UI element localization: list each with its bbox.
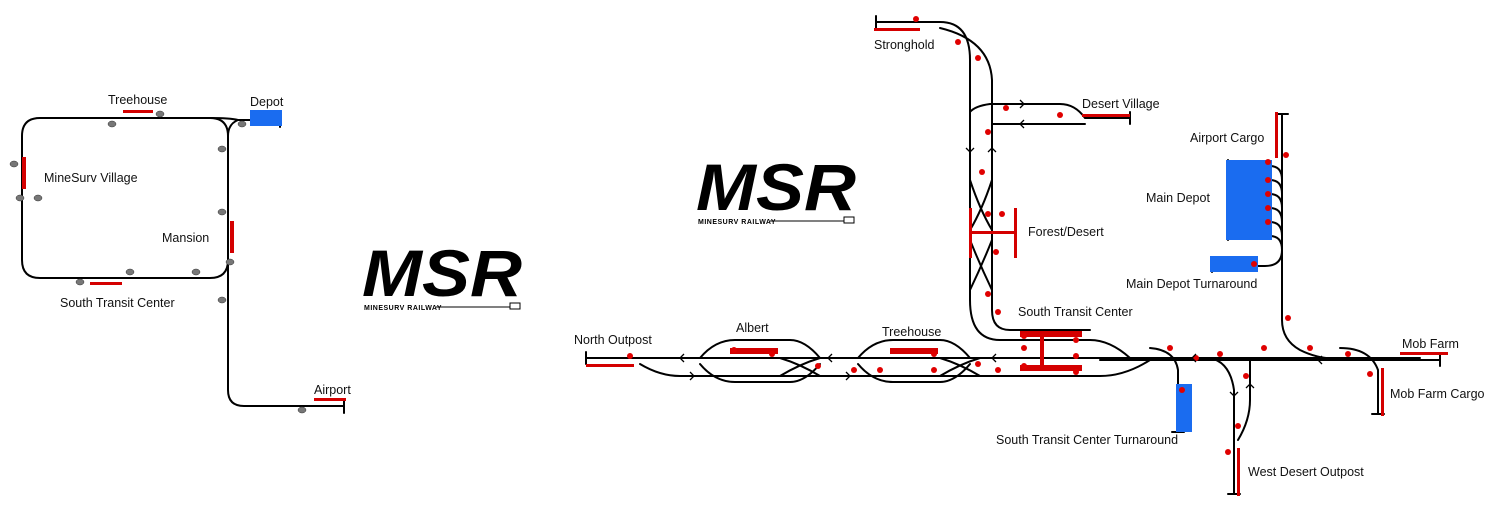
logo-subtitle-right: MINESURV RAILWAY [698,219,776,226]
label-stronghold: Stronghold [874,38,935,52]
south-transit-center-platform-small [90,282,122,285]
west-desert-outpost-platform [1237,448,1240,496]
stc-turnaround-spur [1149,347,1179,433]
albert-loop [699,339,821,383]
logo-letters-left: MSR [362,236,522,310]
label-south-transit-center-small: South Transit Center [60,296,175,310]
crossover-1 [779,357,821,377]
north-outpost-platform [586,364,634,367]
label-south-transit-center: South Transit Center [1018,305,1133,319]
small-depot-link [227,119,239,137]
main-depot-trunk [1281,113,1341,360]
treehouse-platform [123,110,153,113]
mansion-platform [230,221,234,253]
label-minesurv-village: MineSurv Village [44,171,138,185]
minesurv-village-platform [22,157,26,189]
label-forest-desert: Forest/Desert [1028,225,1104,239]
signal-markers [627,16,1373,455]
main-depot-turnaround-platform [1210,256,1258,272]
label-albert: Albert [736,321,769,335]
mob-farm-cargo-platform [1381,368,1384,416]
desert-village-platform [1082,114,1130,117]
label-airport: Airport [314,383,351,397]
label-north-outpost: North Outpost [574,333,652,347]
albert-platform [730,348,778,354]
small-loop-track [21,117,229,279]
logo-letters-right: MSR [696,150,856,224]
small-network-map: Treehouse Depot MineSurv Village Mansion… [9,93,351,414]
stronghold-line-east [939,27,1091,331]
msr-logo-right: MSR MINESURV RAILWAY [696,150,856,226]
main-depot-platform [1226,160,1272,240]
desert-village-spur [969,103,1131,125]
logo-subtitle-left: MINESURV RAILWAY [364,305,442,312]
stc-platform-south [1020,365,1082,371]
label-main-depot-turnaround: Main Depot Turnaround [1126,277,1257,291]
west-desert-outpost-line [1209,357,1251,495]
msr-logo-left: MSR MINESURV RAILWAY [362,236,522,312]
label-stc-turnaround: South Transit Center Turnaround [996,433,1178,447]
stronghold-line-west [875,21,1131,359]
treehouse-loop [857,339,971,383]
main-depot-turnaround-spur [1211,249,1283,267]
small-airport-branch [227,259,345,407]
stc-turnaround-platform [1176,384,1192,432]
direction-arrows [679,99,1323,397]
large-network-map: Stronghold Desert Village Airport Cargo … [574,15,1485,496]
main-line-lower [639,359,1421,377]
label-main-depot: Main Depot [1146,191,1210,205]
label-mansion: Mansion [162,231,209,245]
crossover-2 [939,357,981,377]
airport-cargo-platform [1275,112,1278,158]
mob-farm-cargo-spur [1339,347,1379,415]
label-west-desert-outpost: West Desert Outpost [1248,465,1364,479]
stc-platform-north [1020,331,1082,337]
label-desert-village: Desert Village [1082,97,1160,111]
label-treehouse-small: Treehouse [108,93,167,107]
stronghold-platform [874,28,920,31]
label-depot: Depot [250,95,284,109]
forest-desert-link [969,231,1017,234]
airport-platform [314,398,346,401]
stc-platform-link [1040,331,1044,369]
label-mob-farm: Mob Farm [1402,337,1459,351]
treehouse-platform-large [890,348,938,354]
mob-farm-platform [1400,352,1448,355]
label-treehouse: Treehouse [882,325,941,339]
label-airport-cargo: Airport Cargo [1190,131,1264,145]
depot-platform [250,110,282,126]
small-switch-markers [9,110,307,414]
forest-desert-crossover [969,179,993,291]
label-mob-farm-cargo: Mob Farm Cargo [1390,387,1485,401]
